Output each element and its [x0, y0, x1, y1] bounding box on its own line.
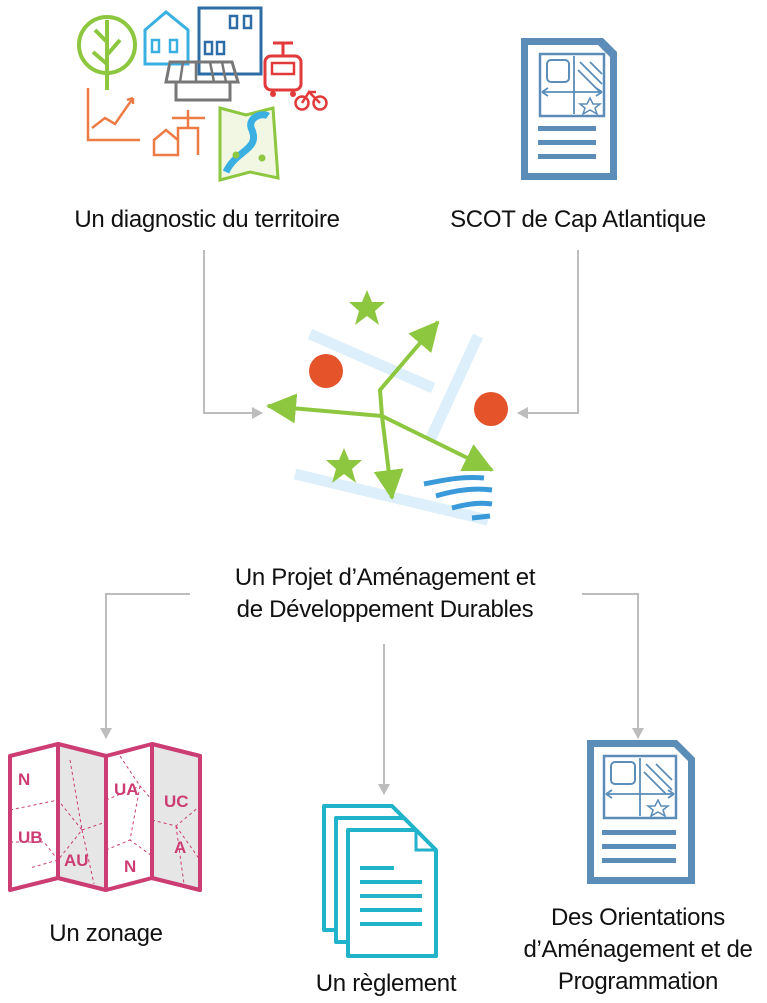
- arrow-diagnostic-to-padd: [203, 250, 263, 419]
- zoning-map-icon: N UB AU UA N UC A: [8, 742, 202, 892]
- connector-arrows: [100, 250, 644, 795]
- arrow-padd-to-oap: [582, 593, 644, 739]
- reglement-label: Un règlement: [315, 970, 457, 997]
- padd-dot: [309, 354, 343, 388]
- oap-label-line2: d’Aménagement et de: [523, 936, 753, 963]
- zone-label: UB: [18, 828, 43, 847]
- zone-label: UA: [114, 780, 139, 799]
- territory-collage-icon: [77, 6, 328, 182]
- zone-label: N: [124, 857, 136, 876]
- stacked-documents-icon: [322, 804, 438, 958]
- project-map-icon: [266, 290, 508, 526]
- oap-label-line1: Des Orientations: [551, 904, 725, 931]
- arrow-padd-to-zonage: [100, 593, 190, 739]
- zone-label: AU: [64, 851, 89, 870]
- scot-label: SCOT de Cap Atlantique: [450, 206, 706, 233]
- oap-label-line3: Programmation: [557, 968, 719, 995]
- zone-label: A: [174, 838, 186, 857]
- padd-star: [349, 290, 385, 325]
- zonage-label: Un zonage: [49, 920, 163, 947]
- zone-label: N: [18, 770, 30, 789]
- padd-label-line2: de Développement Durables: [236, 596, 534, 623]
- diagnostic-label: Un diagnostic du territoire: [74, 206, 340, 233]
- zone-label: UC: [164, 792, 189, 811]
- oap-label: Des Orientations d’Aménagement et de Pro…: [512, 902, 764, 998]
- plan-document-icon: [587, 740, 695, 884]
- padd-label-line1: Un Projet d’Aménagement et: [234, 564, 536, 591]
- padd-dot: [474, 392, 508, 426]
- padd-star: [326, 448, 362, 483]
- padd-label: Un Projet d’Aménagement et de Développem…: [192, 562, 578, 626]
- arrow-scot-to-padd: [517, 250, 579, 419]
- plan-document-icon: [521, 38, 617, 180]
